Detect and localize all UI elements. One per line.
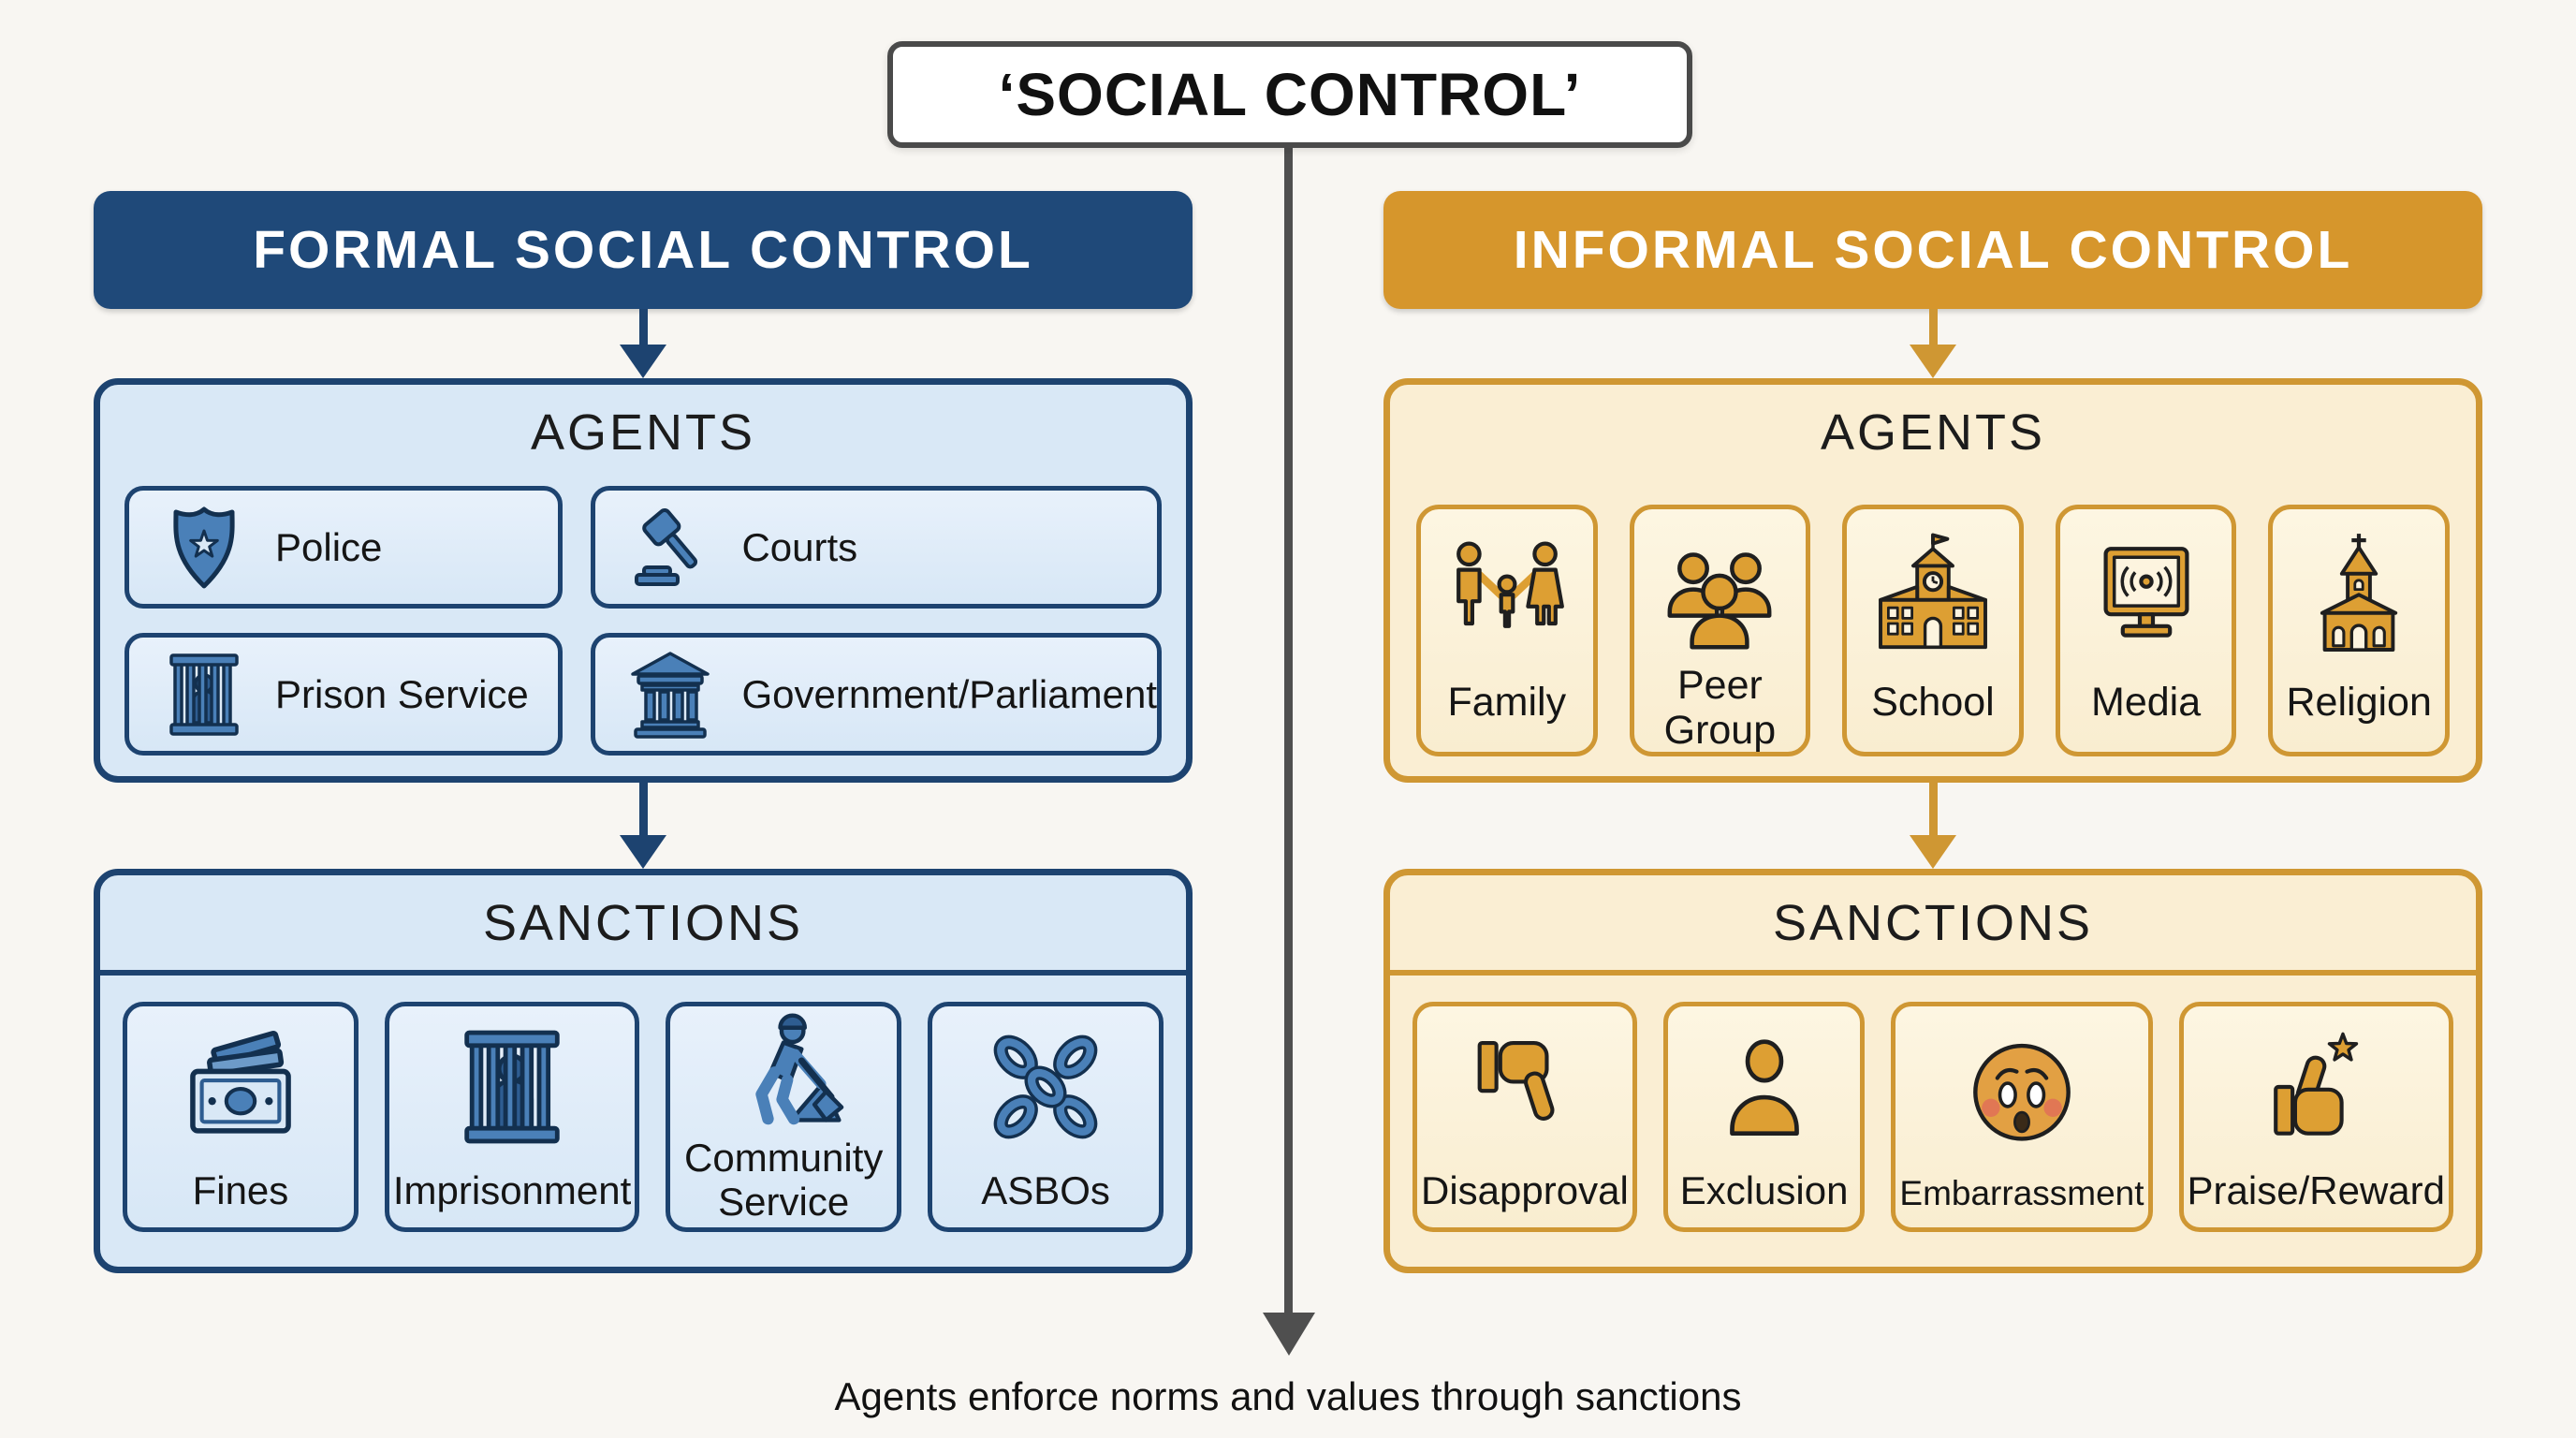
agent-card-family: Family: [1416, 505, 1598, 756]
agent-card-government: Government/Parliament: [591, 633, 1162, 756]
agent-card-media: Media: [2055, 505, 2237, 756]
agent-card-courts: Courts: [591, 486, 1162, 609]
formal-sanctions-heading: SANCTIONS: [482, 894, 804, 951]
sanction-label: Imprisonment: [392, 1167, 632, 1212]
formal-agents-heading: AGENTS: [530, 404, 756, 461]
formal-agents-grid: Police Courts: [124, 486, 1162, 756]
formal-header-label: FORMAL SOCIAL CONTROL: [253, 220, 1033, 280]
sanction-label: ASBOs: [981, 1167, 1110, 1212]
agent-card-school: School: [1842, 505, 2024, 756]
formal-arrow-1: [94, 309, 1193, 378]
formal-header: FORMAL SOCIAL CONTROL: [94, 191, 1193, 309]
flushed-face-icon: [1957, 1006, 2086, 1174]
sanction-label: Disapproval: [1421, 1167, 1629, 1212]
church-icon: [2293, 532, 2424, 663]
agent-label: Police: [275, 524, 383, 569]
media-monitor-icon: [2081, 532, 2212, 663]
agent-label: School: [1871, 680, 1995, 726]
agent-card-prison-service: Prison Service: [124, 633, 564, 756]
sanction-label: Praise/Reward: [2187, 1167, 2445, 1212]
informal-sanctions-heading: SANCTIONS: [1772, 894, 2094, 951]
formal-sanctions-divider: [100, 970, 1186, 976]
thumbs-down-icon: [1460, 1006, 1589, 1168]
agent-label: Prison Service: [275, 671, 529, 716]
title-box: ‘SOCIAL CONTROL’: [887, 41, 1692, 148]
peer-group-icon: [1654, 532, 1785, 663]
formal-sanctions-panel: SANCTIONS Fines: [94, 869, 1193, 1273]
formal-sanctions-row: Fines Imprisonment: [123, 1002, 1164, 1232]
central-connector-line: [1284, 148, 1293, 1314]
sanction-card-embarrassment: Embarrassment: [1891, 1002, 2153, 1232]
informal-header: INFORMAL SOCIAL CONTROL: [1383, 191, 2482, 309]
informal-header-label: INFORMAL SOCIAL CONTROL: [1513, 220, 2353, 280]
informal-sanctions-row: Disapproval Exclusion: [1412, 1002, 2453, 1232]
formal-agents-panel: AGENTS Police Courts: [94, 378, 1193, 783]
sanction-card-disapproval: Disapproval: [1412, 1002, 1637, 1232]
government-building-icon: [623, 648, 717, 741]
agent-label: Family: [1447, 680, 1567, 726]
sanction-card-community-service: Community Service: [666, 1002, 902, 1232]
family-icon: [1442, 532, 1573, 663]
sanction-card-exclusion: Exclusion: [1662, 1002, 1866, 1232]
informal-arrow-1: [1383, 309, 2482, 378]
agent-card-peer-group: Peer Group: [1629, 505, 1811, 756]
sanction-card-imprisonment: Imprisonment: [384, 1002, 640, 1232]
jail-cell-icon: [447, 1006, 577, 1168]
informal-column: INFORMAL SOCIAL CONTROL AGENTS Family: [1383, 191, 2482, 1273]
police-badge-icon: [157, 501, 251, 594]
formal-arrow-2: [94, 783, 1193, 869]
sanction-label: Embarrassment: [1899, 1173, 2144, 1212]
sanction-label: Community Service: [684, 1136, 884, 1225]
central-arrowhead-icon: [1263, 1313, 1315, 1356]
person-silhouette-icon: [1700, 1006, 1829, 1168]
agent-label: Courts: [741, 524, 858, 569]
gavel-icon: [623, 501, 717, 594]
informal-arrow-2: [1383, 783, 2482, 869]
formal-column: FORMAL SOCIAL CONTROL AGENTS Police: [94, 191, 1193, 1273]
informal-agents-row: Family Peer Group: [1416, 505, 2450, 756]
crossed-chains-icon: [981, 1006, 1110, 1168]
banknote-icon: [176, 1006, 305, 1168]
thumbs-up-star-icon: [2251, 1006, 2380, 1168]
sanction-card-fines: Fines: [123, 1002, 359, 1232]
sanction-card-praise-reward: Praise/Reward: [2178, 1002, 2453, 1232]
sanction-label: Exclusion: [1679, 1167, 1849, 1212]
bottom-caption: Agents enforce norms and values through …: [834, 1374, 1742, 1418]
informal-sanctions-panel: SANCTIONS Disapproval: [1383, 869, 2482, 1273]
sanction-card-asbos: ASBOs: [928, 1002, 1164, 1232]
prison-bars-icon: [157, 648, 251, 741]
agent-label: Peer Group: [1663, 663, 1777, 754]
informal-agents-panel: AGENTS Family: [1383, 378, 2482, 783]
agent-label: Media: [2091, 680, 2202, 726]
page-title: ‘SOCIAL CONTROL’: [998, 61, 1582, 128]
worker-shovel-icon: [719, 1006, 848, 1136]
sanction-label: Fines: [192, 1167, 289, 1212]
agent-card-religion: Religion: [2268, 505, 2450, 756]
school-icon: [1867, 532, 1998, 663]
informal-sanctions-divider: [1390, 970, 2476, 976]
informal-agents-heading: AGENTS: [1820, 404, 2046, 461]
agent-card-police: Police: [124, 486, 564, 609]
agent-label: Government/Parliament: [741, 671, 1157, 716]
agent-label: Religion: [2286, 680, 2432, 726]
